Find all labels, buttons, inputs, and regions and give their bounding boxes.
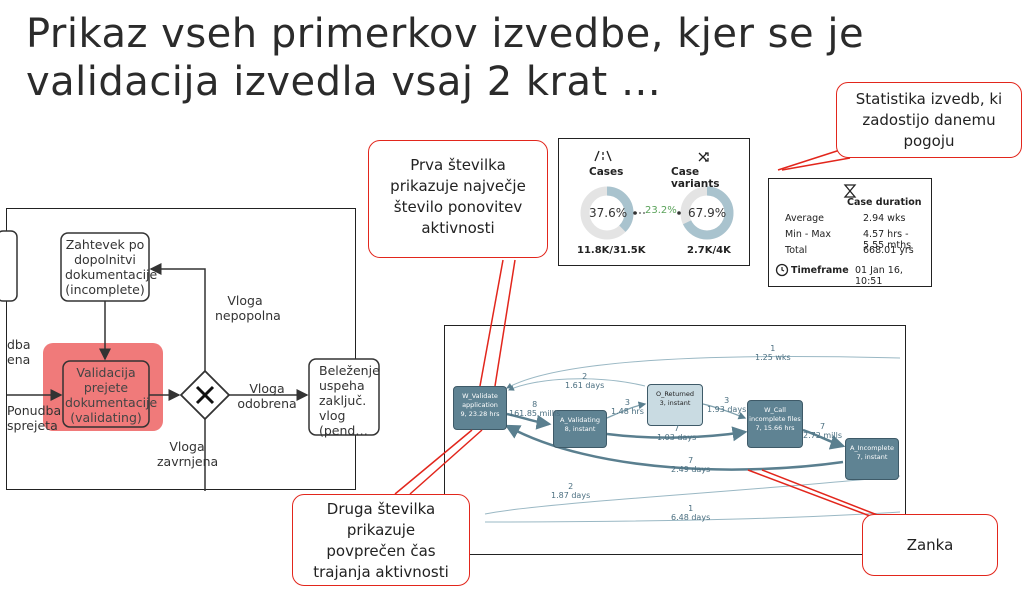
- clock-icon: [775, 263, 789, 277]
- variants-percentage: 67.9%: [688, 206, 727, 220]
- callout-second-number: Druga številka prikazuje povprečen čas t…: [292, 494, 470, 586]
- callout-statistics: Statistika izvedb, ki zadostijo danemu p…: [836, 82, 1022, 158]
- node-a-validating[interactable]: A_Validating 8, instant: [553, 410, 607, 448]
- cases-stats-graphics: [580, 150, 734, 240]
- callout-loop: Zanka: [862, 514, 998, 576]
- edge-incomplete-label: Vloga nepopolna: [215, 293, 281, 323]
- timeframe-label: Timeframe: [791, 265, 849, 276]
- node-w-validate[interactable]: W_Validate application 9, 23.28 hrs: [453, 386, 507, 430]
- cases-stats-panel: Cases Case variants 37.6% 67.9% 23.2% 11…: [558, 138, 750, 266]
- bpmn-connectors: [0, 230, 380, 491]
- task-left-cut: [0, 230, 18, 302]
- slide-title-line-1: Prikaz vseh primerkov izvedbe, kjer se j…: [26, 11, 865, 57]
- bpmn-diagram: Zahtevek po dopolnitvi dokumentacije (in…: [0, 208, 380, 491]
- duration-row-minmax: Min - Max 4.57 hrs - 5.55 mths: [785, 229, 912, 251]
- cases-percentage: 37.6%: [589, 206, 628, 220]
- shuffle-icon: [698, 152, 709, 162]
- process-map: W_Validate application 9, 23.28 hrs A_Va…: [444, 325, 906, 555]
- slide-title: Prikaz vseh primerkov izvedbe, kjer se j…: [26, 10, 864, 106]
- edge-finished-label: Vloga zavrnjena: [157, 439, 219, 469]
- validation-highlight: [43, 343, 163, 431]
- link-percentage: 23.2%: [645, 205, 677, 216]
- cases-label: Cases: [589, 166, 624, 178]
- road-icon: [594, 150, 612, 162]
- cases-count: 11.8K/31.5K: [577, 245, 646, 256]
- case-duration-panel: Case duration Average 2.94 wks Min - Max…: [768, 178, 932, 287]
- variants-count: 2.7K/4K: [687, 245, 731, 256]
- task-request-label: Zahtevek po dopolnitvi dokumentacije (in…: [65, 237, 158, 297]
- offer-accepted-label: Ponudba sprejeta: [7, 403, 62, 433]
- slide-title-line-2: validacija izvedla vsaj 2 krat …: [26, 59, 662, 105]
- node-w-call-incomplete[interactable]: W_Call incomplete files 7, 15.66 hrs: [747, 400, 803, 448]
- node-a-incomplete[interactable]: A_Incomplete 7, instant: [845, 438, 899, 480]
- task-validation-label: Validacija prejete dokumentacije (valida…: [65, 365, 158, 425]
- left-cut-label: dba ena: [7, 337, 31, 367]
- duration-row-total: Total 668.01 yrs: [785, 245, 914, 256]
- node-o-returned[interactable]: O_Returned 3, instant: [647, 384, 703, 426]
- timeframe-value: 01 Jan 16, 10:51: [855, 265, 903, 287]
- task-right-label: Beleženje uspeha zaključ. vlog (pend…: [319, 363, 380, 438]
- duration-row-average: Average 2.94 wks: [785, 213, 906, 224]
- task-validation: [62, 360, 150, 428]
- hourglass-icon: [843, 184, 857, 198]
- task-right-cut: [308, 358, 380, 436]
- callout-first-number: Prva številka prikazuje največje število…: [368, 140, 548, 258]
- case-variants-label: Case variants: [671, 166, 720, 190]
- edge-approved-label: Vloga odobrena: [237, 381, 297, 411]
- case-duration-header: Case duration: [847, 197, 922, 208]
